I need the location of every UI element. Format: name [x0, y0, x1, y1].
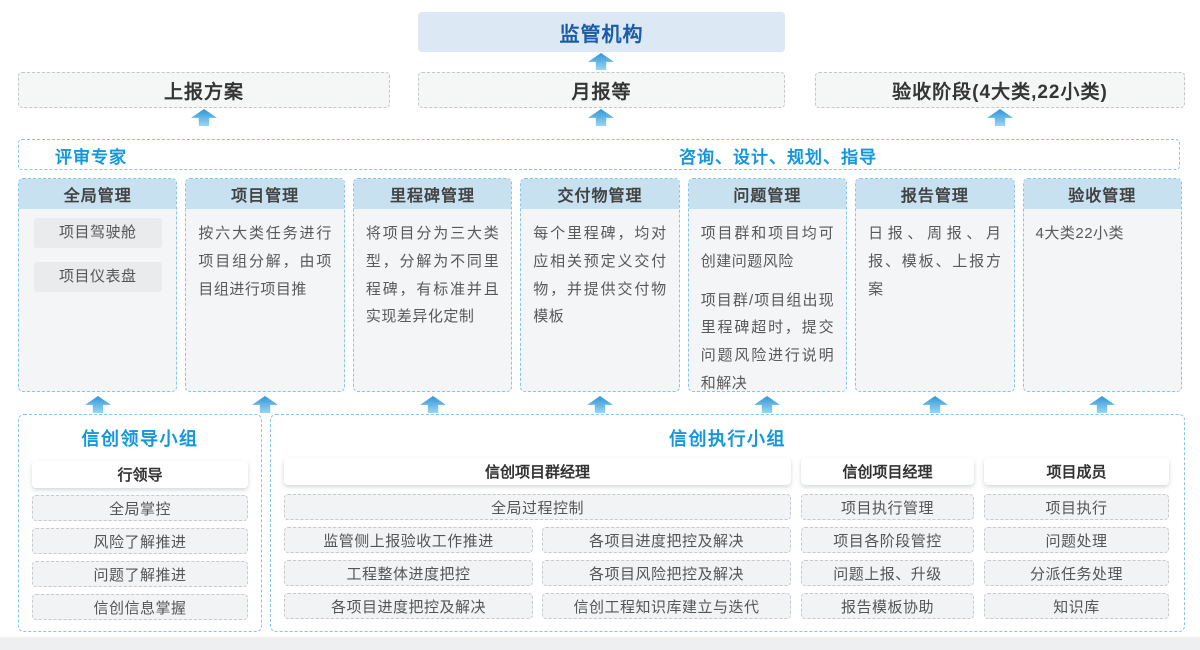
role-pill-member: 项目成员 — [984, 458, 1169, 485]
up-arrow-icon — [987, 109, 1013, 126]
column-header: 全局管理 — [19, 179, 177, 209]
column-global-management: 全局管理 项目驾驶舱 项目仪表盘 — [18, 178, 178, 392]
task-item: 报告模板协助 — [801, 593, 974, 619]
report-box-monthly: 月报等 — [418, 72, 785, 108]
program-manager-column: 信创项目群经理 全局过程控制 监管侧上报验收工作推进 各项目进度把控及解决 工程… — [284, 458, 791, 619]
management-columns: 全局管理 项目驾驶舱 项目仪表盘 项目管理 按六大类任务进行项目组分解，由项目组… — [18, 178, 1182, 392]
report-box-plan: 上报方案 — [18, 72, 390, 108]
task-item: 项目执行 — [984, 494, 1169, 520]
up-arrow-icon — [191, 109, 217, 126]
column-description: 按六大类任务进行项目组分解，由项目组进行项目推 — [198, 225, 332, 298]
task-item: 问题上报、升级 — [801, 560, 974, 586]
column-header: 里程碑管理 — [353, 179, 512, 209]
task-item: 风险了解推进 — [32, 528, 248, 554]
consulting-design-label: 咨询、设计、规划、指导 — [679, 148, 877, 167]
task-item: 各项目进度把控及解决 — [284, 593, 533, 619]
column-description: 4大类22小类 — [1035, 225, 1125, 242]
up-arrow-icon — [588, 109, 614, 126]
column-description: 项目群和项目均可创建问题风险 — [700, 225, 835, 270]
column-milestone-management: 里程碑管理 将项目分为三大类型，分解为不同里程碑，有标准并且实现差异化定制 — [352, 178, 513, 392]
column-description: 项目群/项目组出现里程碑超时，提交问题风险进行说明和解决 — [700, 291, 835, 392]
task-item: 信创信息掌握 — [32, 594, 248, 620]
role-pill-program-manager: 信创项目群经理 — [284, 458, 791, 485]
leader-group-box: 信创领导小组 行领导 全局掌控 风险了解推进 问题了解推进 信创信息掌握 — [18, 414, 262, 632]
task-item: 各项目进度把控及解决 — [542, 527, 791, 553]
column-header: 交付物管理 — [521, 179, 679, 209]
platform-section-frame — [18, 139, 1180, 170]
column-deliverable-management: 交付物管理 每个里程碑，均对应相关预定义交付物，并提供交付物模板 — [520, 178, 680, 392]
column-header: 验收管理 — [1023, 179, 1181, 209]
up-arrow-icon — [754, 396, 780, 413]
report-box-acceptance: 验收阶段(4大类,22小类) — [815, 72, 1185, 108]
task-item: 问题处理 — [984, 527, 1169, 553]
up-arrow-icon — [85, 396, 111, 413]
column-header: 项目管理 — [186, 179, 344, 209]
column-description: 将项目分为三大类型，分解为不同里程碑，有标准并且实现差异化定制 — [365, 225, 500, 326]
review-experts-label: 评审专家 — [55, 148, 127, 167]
task-item: 工程整体进度把控 — [284, 560, 533, 586]
task-item: 项目执行管理 — [801, 494, 974, 520]
role-pill-bank-leader: 行领导 — [32, 461, 248, 488]
project-manager-column: 信创项目经理 项目执行管理 项目各阶段管控 问题上报、升级 报告模板协助 — [801, 458, 974, 619]
column-description: 日报、周报、月报、模板、上报方案 — [868, 225, 1002, 298]
task-item: 各项目风险把控及解决 — [542, 560, 791, 586]
task-item: 信创工程知识库建立与迭代 — [542, 593, 791, 619]
exec-group-title: 信创执行小组 — [669, 429, 786, 449]
up-arrow-icon — [420, 396, 446, 413]
cockpit-pill: 项目驾驶舱 — [33, 218, 162, 248]
role-pill-project-manager: 信创项目经理 — [801, 458, 974, 485]
exec-group-box: 信创执行小组 信创项目群经理 全局过程控制 监管侧上报验收工作推进 各项目进度把… — [270, 414, 1185, 632]
dashboard-pill: 项目仪表盘 — [33, 262, 162, 292]
project-member-column: 项目成员 项目执行 问题处理 分派任务处理 知识库 — [984, 458, 1169, 619]
up-arrow-icon — [587, 396, 613, 413]
column-header: 问题管理 — [688, 179, 847, 209]
task-item: 监管侧上报验收工作推进 — [284, 527, 533, 553]
task-item: 分派任务处理 — [984, 560, 1169, 586]
column-description: 每个里程碑，均对应相关预定义交付物，并提供交付物模板 — [533, 225, 667, 326]
column-header: 报告管理 — [856, 179, 1014, 209]
task-item: 项目各阶段管控 — [801, 527, 974, 553]
task-item: 全局掌控 — [32, 495, 248, 521]
up-arrow-icon — [922, 396, 948, 413]
page-bottom-strip — [0, 637, 1200, 650]
column-project-management: 项目管理 按六大类任务进行项目组分解，由项目组进行项目推 — [185, 178, 345, 392]
up-arrow-icon — [1089, 396, 1115, 413]
leader-group-title: 信创领导小组 — [81, 429, 199, 449]
regulator-box: 监管机构 — [418, 12, 785, 52]
up-arrow-icon — [588, 53, 614, 70]
column-issue-management: 问题管理 项目群和项目均可创建问题风险 项目群/项目组出现里程碑超时，提交问题风… — [687, 178, 848, 392]
column-acceptance-management: 验收管理 4大类22小类 — [1022, 178, 1182, 392]
up-arrow-icon — [252, 396, 278, 413]
task-item: 知识库 — [984, 593, 1169, 619]
column-report-management: 报告管理 日报、周报、月报、模板、上报方案 — [855, 178, 1015, 392]
task-item: 问题了解推进 — [32, 561, 248, 587]
task-item: 全局过程控制 — [284, 494, 791, 520]
